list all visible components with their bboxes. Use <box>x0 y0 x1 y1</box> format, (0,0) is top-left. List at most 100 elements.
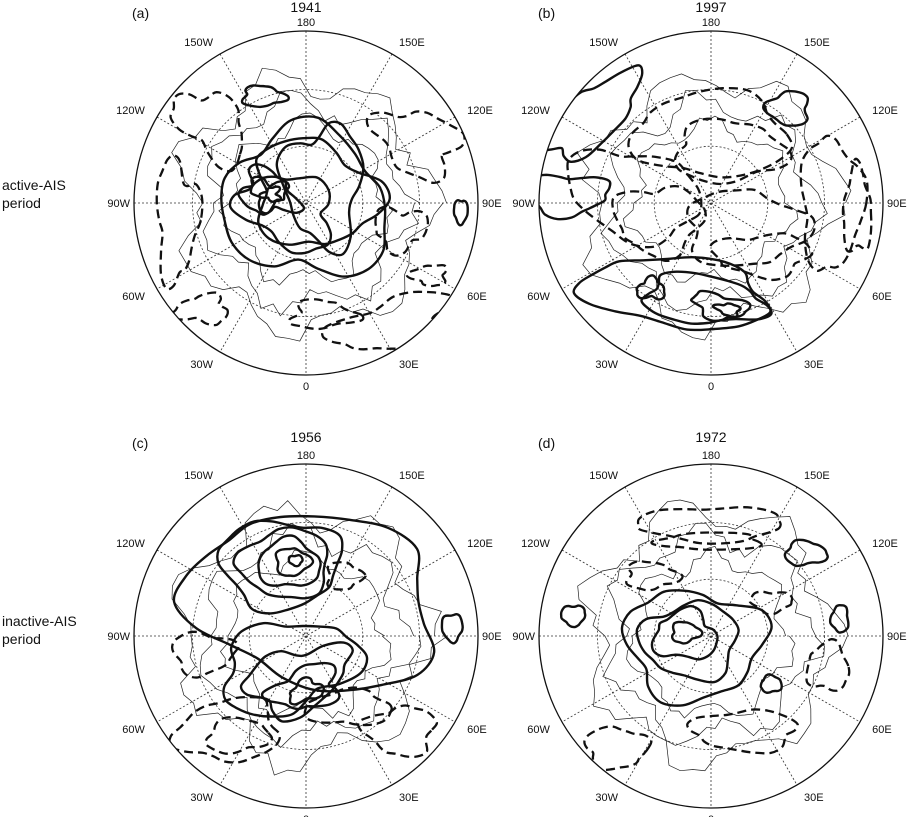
positive-contour <box>232 526 329 600</box>
longitude-label-left: 90W <box>107 198 130 210</box>
row-label-active: active-AIS period <box>2 177 66 211</box>
positive-contour <box>220 115 387 278</box>
longitude-label-mid-upper-left: 120W <box>521 538 550 550</box>
map-boundary <box>538 30 884 376</box>
positive-contour <box>254 136 391 246</box>
positive-contour <box>635 274 666 301</box>
longitude-label-bottom: 0 <box>708 814 714 817</box>
positive-contour <box>559 604 587 629</box>
meridian-line <box>156 116 456 290</box>
longitude-label-left: 90W <box>512 198 535 210</box>
positive-contour <box>650 604 719 661</box>
longitude-label-mid-lower-left: 60W <box>122 724 145 736</box>
longitude-label-mid-upper-right: 120E <box>467 105 493 117</box>
longitude-label-mid-lower-right: 60E <box>872 724 892 736</box>
longitude-label-lower-right: 30E <box>804 792 824 804</box>
longitude-label-top: 180 <box>297 450 315 462</box>
longitude-label-upper-left: 150W <box>589 37 618 49</box>
map-contents <box>539 31 883 375</box>
negative-contour <box>365 110 466 185</box>
positive-contour <box>228 175 333 255</box>
panel-letter: (a) <box>132 5 149 21</box>
panel-year: 1956 <box>290 429 321 445</box>
longitude-label-mid-lower-left: 60W <box>122 291 145 303</box>
longitude-label-lower-left: 30W <box>190 359 213 371</box>
negative-contour <box>303 686 393 727</box>
panel-year: 1997 <box>695 0 726 15</box>
panel-letter: (d) <box>538 435 555 451</box>
panel-year: 1941 <box>290 0 321 15</box>
negative-contour <box>708 232 814 282</box>
longitude-label-left: 90W <box>512 631 535 643</box>
positive-contour <box>452 198 469 227</box>
map-panel-d: 180150W150E120W120E90W90E60W60E30W30E0(d… <box>512 429 906 817</box>
negative-contour <box>566 148 703 249</box>
map-contents <box>134 464 478 808</box>
positive-contour <box>240 84 290 109</box>
longitude-label-mid-lower-right: 60E <box>467 724 487 736</box>
positive-contour <box>670 620 704 645</box>
negative-contour <box>650 531 763 551</box>
negative-contour <box>799 134 869 273</box>
positive-contour <box>620 589 773 707</box>
positive-contour <box>172 514 436 693</box>
longitude-label-right: 90E <box>482 631 502 643</box>
longitude-label-upper-right: 150E <box>804 470 830 482</box>
positive-contour <box>539 64 644 164</box>
positive-contour <box>258 185 283 203</box>
negative-contour <box>627 86 794 179</box>
map-contents <box>134 31 478 375</box>
negative-contour <box>170 291 230 327</box>
longitude-label-upper-right: 150E <box>399 37 425 49</box>
positive-contour <box>759 673 783 694</box>
negative-contour <box>320 290 455 351</box>
longitude-label-lower-right: 30E <box>399 792 419 804</box>
negative-contour <box>748 590 794 616</box>
positive-contour <box>287 553 304 568</box>
longitude-label-mid-upper-right: 120E <box>467 538 493 550</box>
negative-contour <box>405 263 448 288</box>
longitude-label-upper-left: 150W <box>184 37 213 49</box>
longitude-label-lower-left: 30W <box>595 359 618 371</box>
longitude-label-mid-lower-right: 60E <box>467 291 487 303</box>
negative-contour <box>625 560 684 592</box>
map-panel-c: 180150W150E120W120E90W90E60W60E30W30E0(c… <box>107 429 501 817</box>
positive-contour <box>572 256 772 332</box>
panel-letter: (c) <box>132 435 148 451</box>
longitude-label-right: 90E <box>482 198 502 210</box>
positive-contour <box>288 676 325 706</box>
longitude-label-mid-upper-left: 120W <box>521 105 550 117</box>
longitude-label-mid-upper-right: 120E <box>872 538 898 550</box>
negative-contour <box>357 704 439 759</box>
positive-contour <box>257 534 322 587</box>
longitude-label-top: 180 <box>702 17 720 29</box>
negative-contour <box>287 298 365 331</box>
negative-contour <box>169 91 244 173</box>
longitude-label-upper-right: 150E <box>399 470 425 482</box>
longitude-label-lower-left: 30W <box>190 792 213 804</box>
longitude-label-top: 180 <box>297 17 315 29</box>
longitude-label-right: 90E <box>887 198 907 210</box>
negative-contour <box>170 630 240 679</box>
longitude-label-mid-upper-left: 120W <box>116 105 145 117</box>
positive-contour <box>635 598 740 684</box>
positive-contour <box>828 603 850 634</box>
positive-contour <box>783 538 829 568</box>
coastline <box>576 73 852 341</box>
longitude-label-right: 90E <box>887 631 907 643</box>
map-contents <box>539 464 883 808</box>
positive-contour <box>640 270 773 325</box>
longitude-label-bottom: 0 <box>303 381 309 393</box>
longitude-label-lower-left: 30W <box>595 792 618 804</box>
negative-contour <box>168 695 282 764</box>
negative-contour <box>611 185 707 263</box>
positive-contour <box>274 547 315 578</box>
longitude-label-upper-left: 150W <box>184 470 213 482</box>
negative-contour <box>204 716 274 755</box>
longitude-label-mid-lower-left: 60W <box>527 724 550 736</box>
row-label-inactive: inactive-AIS period <box>2 613 77 647</box>
longitude-label-bottom: 0 <box>303 814 309 817</box>
longitude-label-upper-right: 150E <box>804 37 830 49</box>
negative-contour <box>673 117 793 186</box>
panel-year: 1972 <box>695 429 726 445</box>
